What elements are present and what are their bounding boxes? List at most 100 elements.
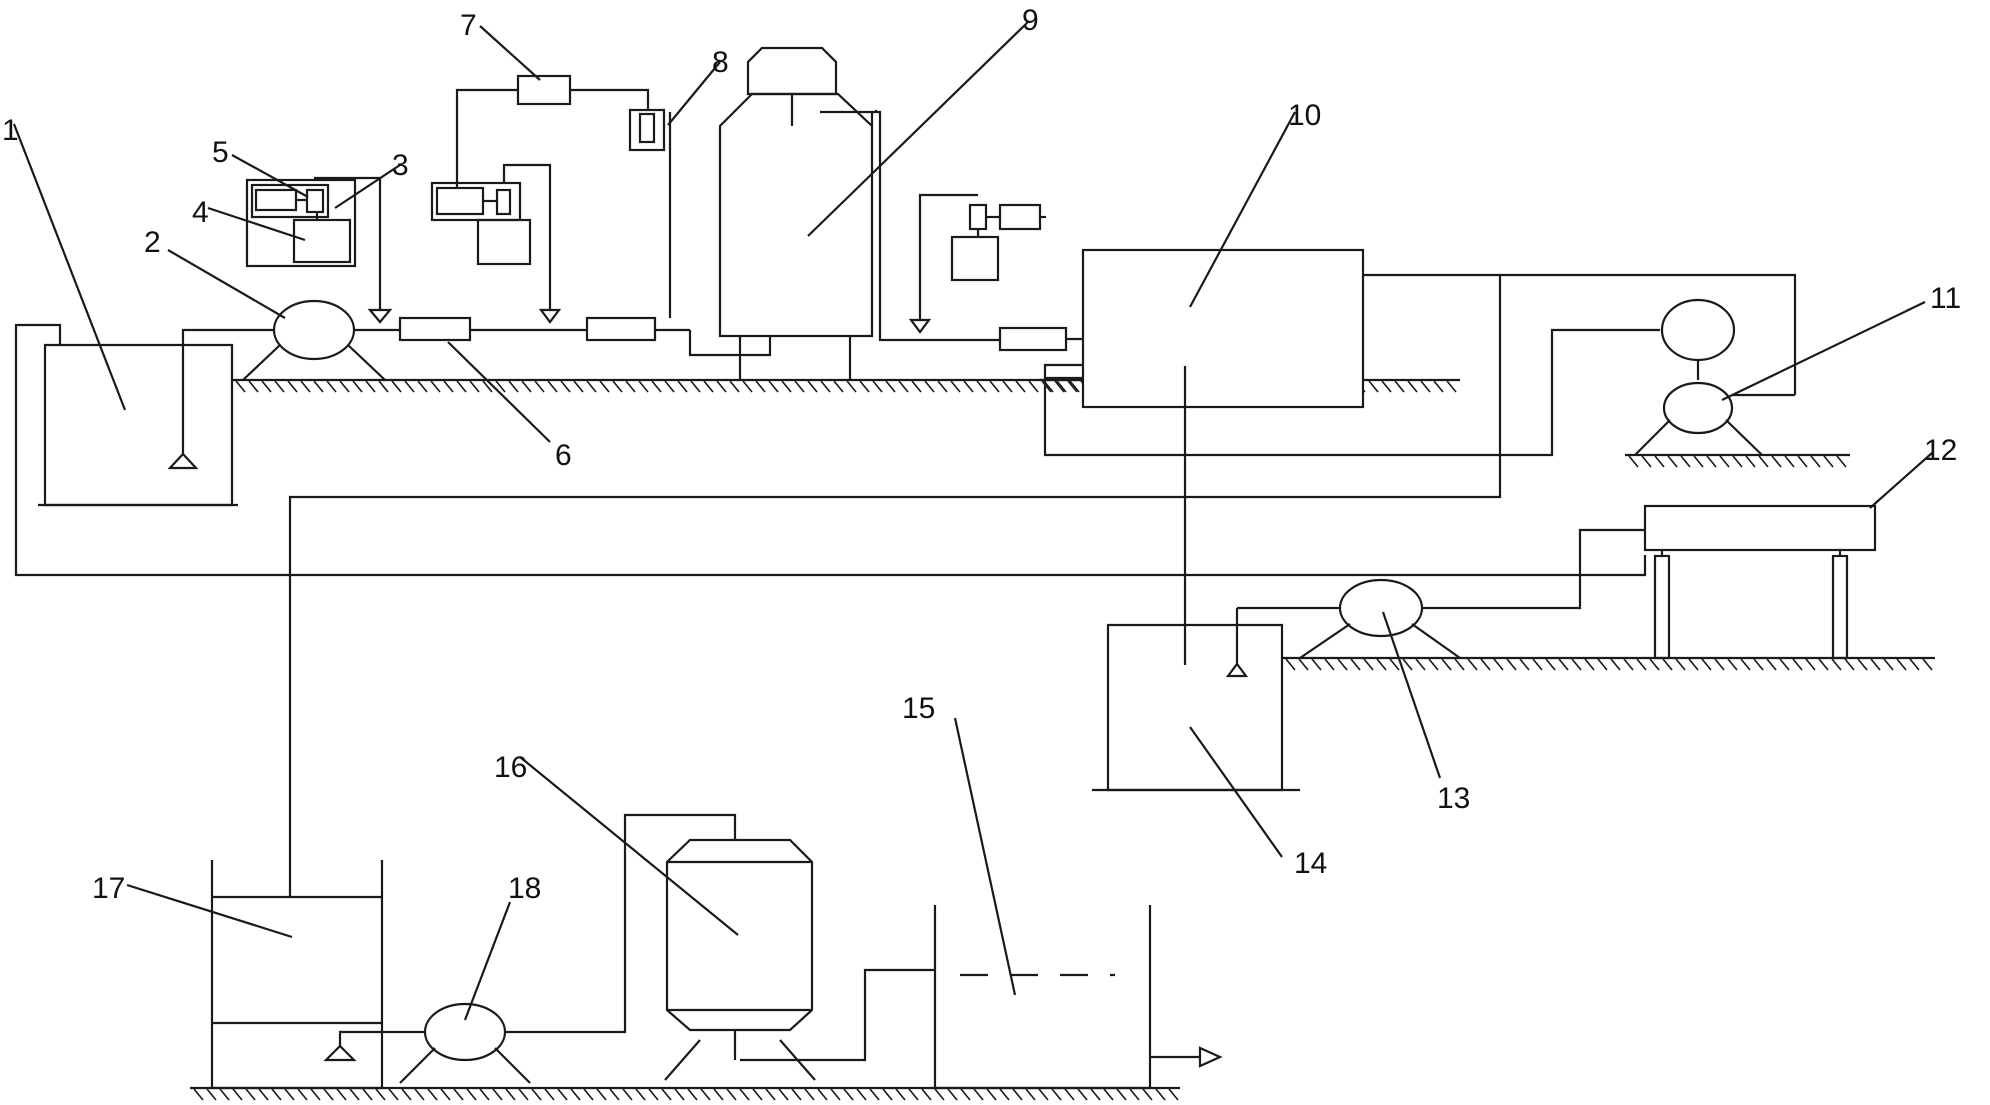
- hatch-mark: [687, 1088, 698, 1101]
- hatch-mark: [1337, 658, 1348, 671]
- hatch-mark: [1056, 380, 1067, 393]
- ground-hatching: [190, 378, 1935, 1101]
- hatch-mark: [258, 1088, 269, 1101]
- hatch-mark: [729, 380, 740, 393]
- hatch-mark: [635, 1088, 646, 1101]
- pump-18: [399, 813, 737, 1084]
- hatch-mark: [648, 1088, 659, 1101]
- hatch-mark: [768, 380, 779, 393]
- hatch-mark: [1363, 658, 1374, 671]
- hatch-mark: [700, 1088, 711, 1101]
- hatch-mark: [1693, 455, 1704, 468]
- hatch-mark: [1324, 658, 1335, 671]
- hatch-mark: [1077, 1088, 1088, 1101]
- pump-2: [242, 299, 386, 381]
- flowmeter-6: [398, 316, 472, 342]
- hatch-mark: [1857, 658, 1868, 671]
- hatch-mark: [1667, 455, 1678, 468]
- hatch-mark: [1558, 658, 1569, 671]
- hatch-mark: [869, 1088, 880, 1101]
- hatch-mark: [638, 380, 649, 393]
- hatch-mark: [1069, 380, 1080, 393]
- hatch-mark: [560, 380, 571, 393]
- hatch-mark: [830, 1088, 841, 1101]
- component-labels: 1 2 3 4 5 6 7 8 9 10 11 12 13 14 15 16 1…: [2, 4, 1961, 905]
- hatch-mark: [232, 1088, 243, 1101]
- hatch-mark: [547, 380, 558, 393]
- hatch-mark: [1831, 658, 1842, 671]
- hatch-mark: [1381, 380, 1392, 393]
- hatch-mark: [989, 380, 1000, 393]
- hatch-mark: [404, 380, 415, 393]
- hatch-mark: [1641, 455, 1652, 468]
- suction-pipe-1: [167, 328, 276, 470]
- hatch-mark: [414, 1088, 425, 1101]
- hatch-mark: [703, 380, 714, 393]
- hatch-mark: [1376, 658, 1387, 671]
- hatch-mark: [859, 380, 870, 393]
- hatch-mark: [1142, 1088, 1153, 1101]
- hatch-mark: [430, 380, 441, 393]
- hatch-mark: [375, 1088, 386, 1101]
- hatch-mark: [440, 1088, 451, 1101]
- hatch-mark: [1545, 658, 1556, 671]
- hatch-mark: [1428, 658, 1439, 671]
- hatch-mark: [297, 1088, 308, 1101]
- hatch-mark: [1870, 658, 1881, 671]
- hatch-mark: [1784, 455, 1795, 468]
- hatch-mark: [1002, 380, 1013, 393]
- hatch-mark: [391, 380, 402, 393]
- hatch-mark: [1823, 455, 1834, 468]
- hatch-mark: [1067, 380, 1078, 393]
- hatch-mark: [1532, 658, 1543, 671]
- hatch-mark: [1584, 658, 1595, 671]
- label-5: 5: [212, 136, 229, 169]
- hatch-mark: [1506, 658, 1517, 671]
- hatch-mark: [1519, 658, 1530, 671]
- label-11: 11: [1930, 282, 1961, 315]
- hatch-mark: [1654, 455, 1665, 468]
- hatch-mark: [921, 1088, 932, 1101]
- hatch-mark: [596, 1088, 607, 1101]
- hatch-mark: [1836, 455, 1847, 468]
- hatch-mark: [1446, 380, 1457, 393]
- hatch-mark: [950, 380, 961, 393]
- hatch-mark: [427, 1088, 438, 1101]
- hatch-mark: [339, 380, 350, 393]
- hatch-mark: [1628, 455, 1639, 468]
- hatch-mark: [261, 380, 272, 393]
- hatch-mark: [846, 380, 857, 393]
- label-7: 7: [460, 9, 477, 42]
- hatch-mark: [1719, 455, 1730, 468]
- hatch-mark: [804, 1088, 815, 1101]
- hatch-mark: [326, 380, 337, 393]
- hatch-mark: [1433, 380, 1444, 393]
- hatch-mark: [1051, 1088, 1062, 1101]
- hatch-mark: [310, 1088, 321, 1101]
- hatch-mark: [453, 1088, 464, 1101]
- hatch-mark: [1597, 658, 1608, 671]
- flowmeter-inline: [585, 316, 657, 342]
- controller-7: [455, 74, 650, 187]
- hatch-mark: [599, 380, 610, 393]
- hatch-mark: [1350, 658, 1361, 671]
- hatch-mark: [1028, 380, 1039, 393]
- hatch-mark: [1168, 1088, 1179, 1101]
- hatch-mark: [960, 1088, 971, 1101]
- hatch-mark: [534, 380, 545, 393]
- hatch-mark: [479, 1088, 490, 1101]
- hatch-mark: [1054, 380, 1065, 393]
- label-1: 1: [2, 114, 19, 147]
- tank-14: [1092, 623, 1300, 792]
- hatch-mark: [300, 380, 311, 393]
- hatch-mark: [833, 380, 844, 393]
- hatch-mark: [742, 380, 753, 393]
- hatch-mark: [999, 1088, 1010, 1101]
- hatch-mark: [765, 1088, 776, 1101]
- hatch-mark: [739, 1088, 750, 1101]
- hatch-mark: [661, 1088, 672, 1101]
- hatch-mark: [388, 1088, 399, 1101]
- label-4: 4: [192, 196, 209, 229]
- hatch-mark: [365, 380, 376, 393]
- hatch-mark: [1766, 658, 1777, 671]
